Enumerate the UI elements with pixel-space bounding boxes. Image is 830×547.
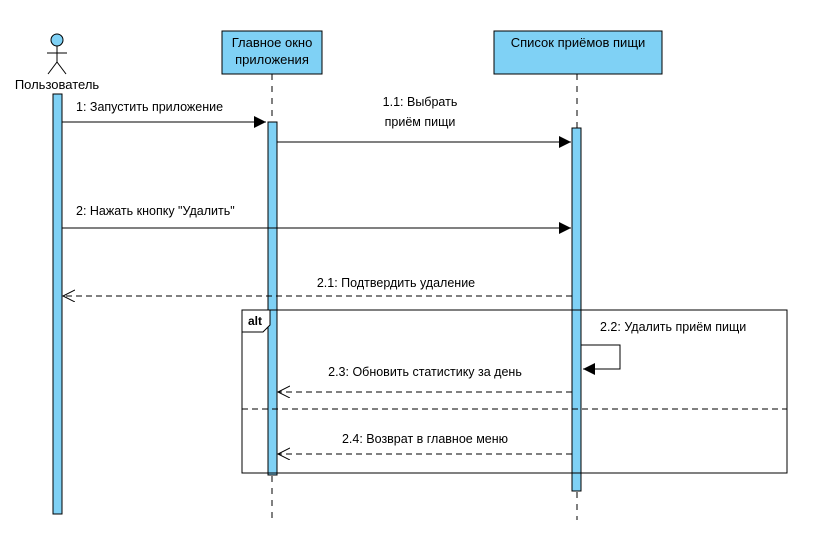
alt-fragment: alt — [241, 309, 788, 474]
message-2-label: 2: Нажать кнопку "Удалить" — [76, 204, 235, 218]
object-box-main-window — [221, 30, 323, 75]
message-2-4: 2.4: Возврат в главное меню — [278, 432, 572, 454]
alt-fragment-tab — [241, 309, 271, 333]
message-1: 1: Запустить приложение — [62, 100, 266, 128]
message-1-1-label-line1: 1.1: Выбрать — [383, 95, 458, 109]
message-2-1-label: 2.1: Подтвердить удаление — [317, 276, 475, 290]
message-2-2-arrow — [581, 344, 621, 375]
message-1-1: 1.1: Выбрать приём пищи — [277, 95, 571, 148]
actor-user: Пользователь — [15, 33, 100, 515]
alt-fragment-frame — [241, 309, 788, 474]
message-2-3-label: 2.3: Обновить статистику за день — [328, 365, 522, 379]
object-main-window-line1: Главное окно — [232, 35, 313, 50]
lifeline-meal-list: Список приёмов пищи — [493, 30, 663, 520]
message-2-2: 2.2: Удалить приём пищи — [581, 320, 746, 375]
actor-activation-bar — [52, 93, 63, 515]
message-2: 2: Нажать кнопку "Удалить" — [62, 204, 571, 234]
object-meal-list-label: Список приёмов пищи — [511, 35, 646, 50]
actor-label: Пользователь — [15, 77, 100, 92]
message-2-2-label: 2.2: Удалить приём пищи — [600, 320, 746, 334]
stick-figure-actor-icon — [47, 33, 67, 75]
lifeline-main-window: Главное окно приложения — [221, 30, 323, 520]
message-2-3: 2.3: Обновить статистику за день — [278, 365, 572, 392]
message-2-1: 2.1: Подтвердить удаление — [63, 276, 572, 296]
object-main-window-line2: приложения — [235, 52, 309, 67]
alt-fragment-operator: alt — [248, 314, 262, 328]
message-1-label: 1: Запустить приложение — [76, 100, 223, 114]
message-1-1-label-line2: приём пищи — [385, 115, 456, 129]
activation-bar-main-window — [267, 121, 278, 476]
message-2-4-label: 2.4: Возврат в главное меню — [342, 432, 508, 446]
object-box-meal-list — [493, 30, 663, 75]
